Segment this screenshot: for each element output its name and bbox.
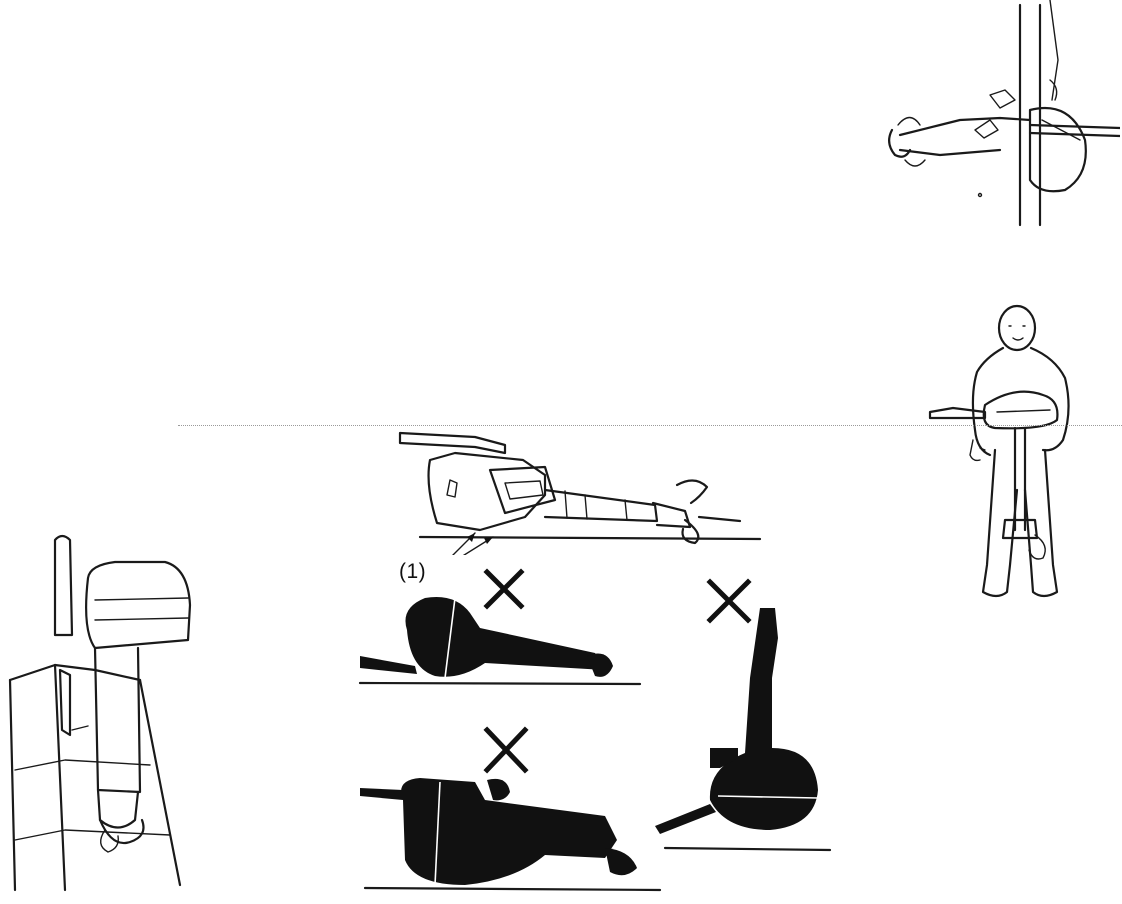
engine-silhouette-icon — [655, 608, 830, 850]
person-carrying-engine-icon — [930, 306, 1069, 596]
person-carrying-engine-figure — [925, 300, 1122, 610]
engine-wrong-side-figure — [355, 568, 645, 693]
engine-clamped-to-transom-figure — [880, 0, 1120, 230]
cross-mark-icon — [487, 572, 521, 606]
engine-clamped-to-transom-icon — [889, 0, 1120, 225]
engine-on-stand-figure — [0, 530, 200, 900]
cross-mark-icon — [710, 582, 748, 620]
engine-lying-correct-side-icon — [400, 433, 760, 543]
engine-silhouette-icon — [360, 597, 640, 684]
engine-on-stand-icon — [10, 536, 190, 890]
engine-upside-down-figure — [650, 568, 835, 858]
engine-face-down-figure — [355, 720, 665, 900]
cross-mark-icon — [487, 730, 525, 770]
engine-silhouette-icon — [360, 778, 660, 890]
engine-lying-correct-figure — [395, 425, 770, 555]
